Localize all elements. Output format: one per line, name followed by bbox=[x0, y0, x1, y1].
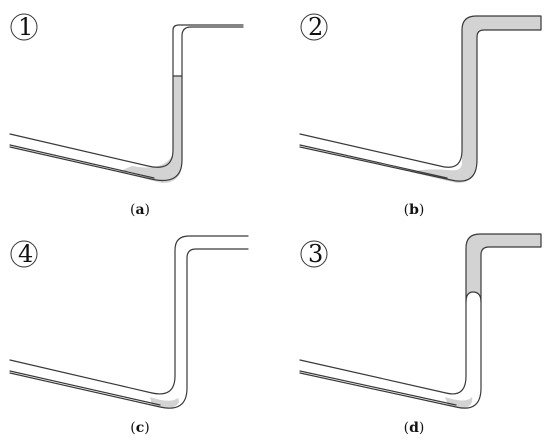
panel-caption-b: (b) bbox=[404, 202, 425, 218]
panel-a: 1 (a) bbox=[9, 13, 244, 218]
step-circle-b bbox=[300, 13, 328, 41]
panel-d: 3 (d) bbox=[299, 233, 542, 436]
step-number-c: 4 bbox=[18, 240, 33, 268]
step-circle-d bbox=[300, 240, 328, 268]
panel-caption-d: (d) bbox=[404, 420, 425, 436]
pipe-d-outline bbox=[299, 233, 542, 409]
pipe-c-outline bbox=[9, 235, 249, 409]
pipe-d-liquid bbox=[445, 234, 541, 409]
pipe-b-outline bbox=[299, 15, 542, 182]
step-number-b: 2 bbox=[308, 13, 323, 41]
panel-b: 2 (b) bbox=[299, 13, 542, 218]
pipe-a-outline bbox=[9, 24, 244, 182]
step-number-a: 1 bbox=[18, 13, 33, 41]
step-circle-c bbox=[10, 240, 38, 268]
pipe-a-liquid bbox=[118, 76, 182, 183]
step-circles bbox=[10, 13, 328, 268]
panel-caption-c: (c) bbox=[130, 420, 149, 436]
step-circle-a bbox=[10, 13, 38, 41]
panel-c: 4 (c) bbox=[9, 235, 249, 436]
panel-caption-a: (a) bbox=[130, 202, 150, 218]
pipe-b-liquid bbox=[410, 16, 541, 183]
step-number-d: 3 bbox=[308, 240, 323, 268]
